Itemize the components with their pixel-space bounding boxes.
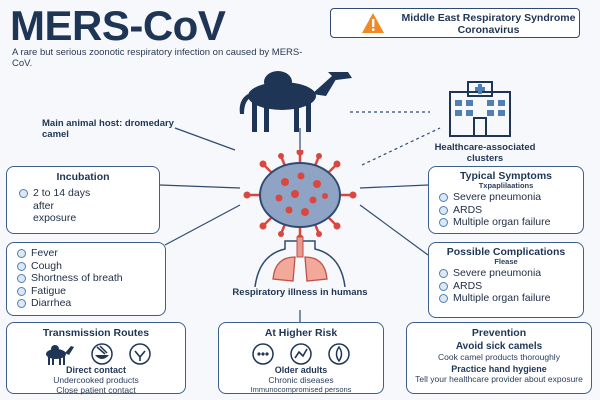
lungs-label: Respiratory illness in humans xyxy=(232,287,368,298)
list-item: Fever xyxy=(13,247,159,260)
list-item: 2 to 14 days after exposure xyxy=(15,187,151,225)
higher-risk-line-1: Older adults xyxy=(274,365,328,375)
transmission-line-1: Direct contact xyxy=(65,365,127,375)
virus-icon xyxy=(243,150,357,240)
prevention-line-1: Avoid sick camels xyxy=(455,341,543,352)
lungs-icon xyxy=(254,236,346,287)
full-name-badge: Middle East Respiratory Syndrome Coronav… xyxy=(330,8,580,38)
prevention-line-4: Tell your healthcare provider about expo… xyxy=(415,374,583,384)
typical-symptoms-title: Typical Symptoms xyxy=(460,170,552,182)
transmission-box: Transmission Routes Direct contact Under… xyxy=(6,322,186,395)
camel-icon xyxy=(239,71,352,132)
page-subtitle: A rare but serious zoonotic respiratory … xyxy=(12,47,303,69)
list-item: Cough xyxy=(13,260,159,273)
transmission-icons xyxy=(7,343,185,365)
complications-subtitle: Flease xyxy=(494,257,518,266)
incubation-box: Incubation 2 to 14 days after exposure xyxy=(6,166,160,234)
warning-icon xyxy=(362,13,384,33)
list-item: Multiple organ failure xyxy=(435,216,577,229)
higher-risk-line-3: Immunocompromised persons xyxy=(250,385,352,394)
incubation-title: Incubation xyxy=(56,171,110,183)
transmission-title: Transmission Routes xyxy=(42,327,150,339)
list-item: ARDS xyxy=(435,204,577,217)
higher-risk-box: At Higher Risk Older adults Chronic dise… xyxy=(218,322,384,394)
higher-risk-icons xyxy=(219,343,383,365)
host-label: Main animal host: dromedary camel xyxy=(42,118,174,140)
page-title: MERS-CoV xyxy=(10,2,226,49)
complications-title: Possible Complications xyxy=(446,246,566,258)
chronic-disease-icon xyxy=(290,343,312,365)
food-bowl-icon xyxy=(91,343,113,365)
complications-list: Severe pneumonia ARDS Multiple organ fai… xyxy=(435,267,577,305)
list-item: Severe pneumonia xyxy=(435,191,577,204)
incubation-list: 2 to 14 days after exposure xyxy=(15,187,151,225)
list-item: Severe pneumonia xyxy=(435,267,577,280)
list-item: Diarrhea xyxy=(13,297,159,310)
higher-risk-line-2: Chronic diseases xyxy=(268,375,334,385)
prevention-line-2: Cook camel products thoroughly xyxy=(438,352,560,362)
typical-symptoms-subtitle: Txpaplilaations xyxy=(478,181,534,190)
typical-symptoms-box: Typical Symptoms Txpaplilaations Severe … xyxy=(428,166,584,234)
list-item: ARDS xyxy=(435,280,577,293)
immune-icon xyxy=(328,343,350,365)
hospital-icon xyxy=(449,81,511,137)
prevention-title: Prevention xyxy=(471,327,527,339)
symptoms-list: Fever Cough Shortness of breath Fatigue … xyxy=(13,247,159,310)
typical-symptoms-list: Severe pneumonia ARDS Multiple organ fai… xyxy=(435,191,577,229)
prevention-line-3: Practice hand hygiene xyxy=(451,364,547,374)
symptoms-box: Fever Cough Shortness of breath Fatigue … xyxy=(6,242,166,316)
higher-risk-title: At Higher Risk xyxy=(264,327,338,339)
list-item: Fatigue xyxy=(13,285,159,298)
complications-box: Possible Complications Flease Severe pne… xyxy=(428,242,584,318)
camel-small-icon xyxy=(46,345,74,365)
badge-text: Middle East Respiratory Syndrome Coronav… xyxy=(401,12,576,36)
transmission-line-2: Undercooked products xyxy=(53,375,139,385)
list-item: Multiple organ failure xyxy=(435,292,577,305)
healthcare-label: Healthcare-associated clusters xyxy=(434,142,536,164)
prevention-box: Prevention Avoid sick camels Cook camel … xyxy=(406,322,592,394)
transmission-line-3: Close patient contact xyxy=(56,385,136,395)
list-item: Shortness of breath xyxy=(13,272,159,285)
older-adult-icon xyxy=(252,343,274,365)
contact-icon xyxy=(129,343,151,365)
